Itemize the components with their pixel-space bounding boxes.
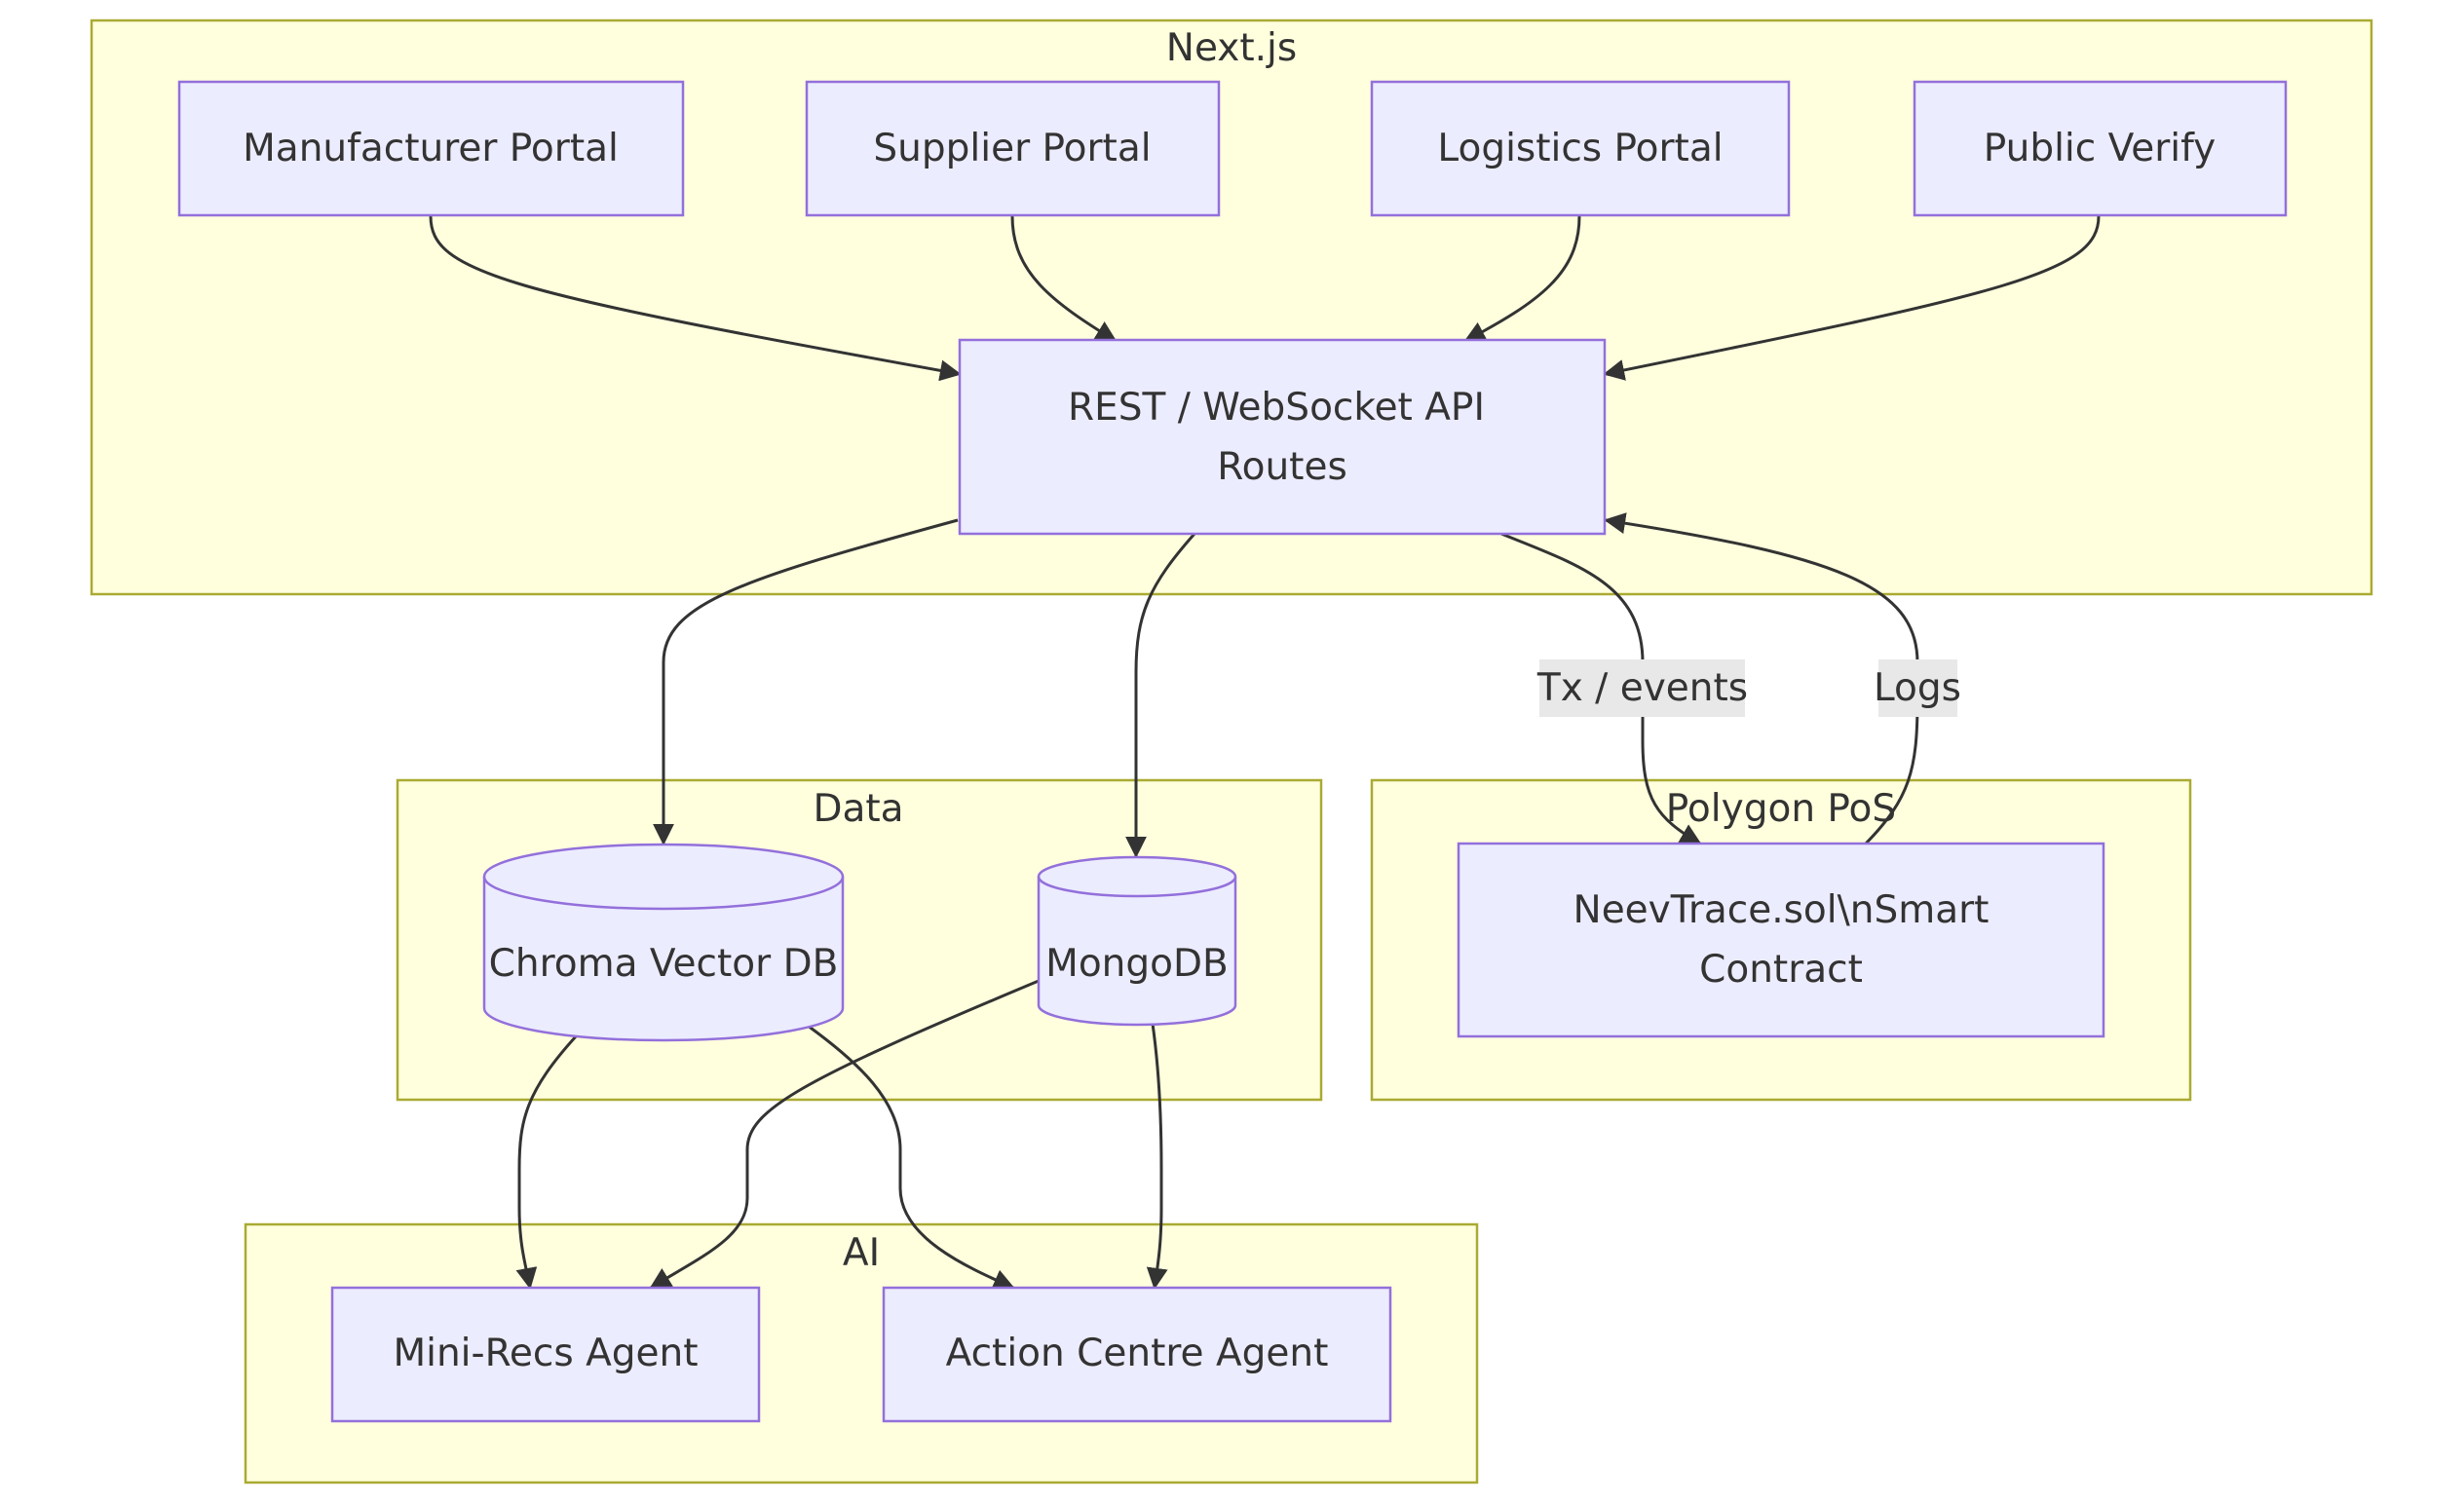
subgraph-ai-title: AI: [843, 1231, 880, 1275]
edge-mongodb-to-minirecs: [649, 979, 1040, 1290]
node-smart-contract-line2: Contract: [1699, 948, 1863, 992]
edge-public-verify-to-api: [1603, 215, 2101, 381]
edge-label-logs-text: Logs: [1874, 666, 1961, 710]
node-api-routes[interactable]: REST / WebSocket API Routes: [958, 338, 1607, 536]
edge-mongodb-to-action: [1146, 1023, 1168, 1290]
node-logistics-portal[interactable]: Logistics Portal: [1370, 80, 1791, 217]
edge-label-tx-events-text: Tx / events: [1536, 666, 1748, 710]
node-chroma-db-label: Chroma Vector DB: [489, 942, 839, 986]
node-public-verify-label: Public Verify: [1984, 127, 2216, 170]
subgraph-polygon-title: Polygon PoS: [1666, 787, 1896, 831]
edge-supplier-to-api: [1010, 215, 1118, 343]
node-mongodb[interactable]: MongoDB: [1037, 855, 1237, 1027]
node-logistics-portal-label: Logistics Portal: [1437, 127, 1723, 170]
node-action-centre-agent-label: Action Centre Agent: [946, 1332, 1329, 1375]
node-manufacturer-portal[interactable]: Manufacturer Portal: [177, 80, 685, 217]
edge-label-tx-events: Tx / events: [1536, 659, 1748, 717]
node-api-routes-line2: Routes: [1217, 445, 1347, 489]
node-supplier-portal[interactable]: Supplier Portal: [805, 80, 1221, 217]
edge-logistics-to-api: [1463, 215, 1581, 343]
edge-contract-to-api: [1604, 512, 1919, 845]
edge-api-to-contract: [1500, 532, 1702, 845]
edge-manufacturer-to-api: [429, 215, 962, 382]
subgraph-data-title: Data: [813, 787, 903, 831]
node-chroma-db[interactable]: Chroma Vector DB: [482, 843, 845, 1042]
node-public-verify[interactable]: Public Verify: [1913, 80, 2288, 217]
node-mini-recs-agent[interactable]: Mini-Recs Agent: [330, 1286, 761, 1423]
node-smart-contract-line1: NeevTrace.sol\nSmart: [1573, 888, 1990, 932]
node-mongodb-label: MongoDB: [1045, 942, 1229, 986]
edge-label-logs: Logs: [1874, 659, 1961, 717]
edge-api-to-chroma: [653, 518, 959, 845]
edge-api-to-mongodb: [1125, 533, 1196, 858]
node-api-routes-line1: REST / WebSocket API: [1068, 386, 1485, 430]
edge-chroma-to-minirecs: [515, 1033, 579, 1290]
node-action-centre-agent[interactable]: Action Centre Agent: [882, 1286, 1392, 1423]
node-smart-contract[interactable]: NeevTrace.sol\nSmart Contract: [1457, 842, 2105, 1038]
subgraph-nextjs-title: Next.js: [1166, 26, 1297, 70]
node-supplier-portal-label: Supplier Portal: [873, 127, 1151, 170]
node-mini-recs-agent-label: Mini-Recs Agent: [393, 1332, 698, 1375]
edges: [429, 215, 2101, 1290]
node-manufacturer-portal-label: Manufacturer Portal: [243, 127, 619, 170]
